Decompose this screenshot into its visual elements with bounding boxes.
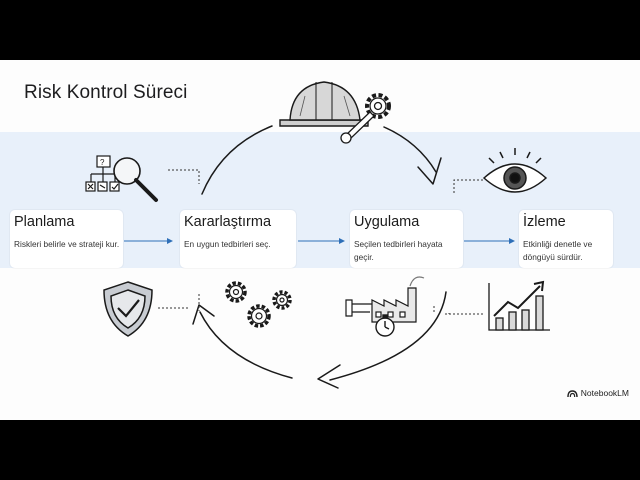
wrench-icon: [340, 111, 375, 144]
slide: Risk Kontrol Süreci: [0, 60, 640, 420]
step-description: Riskleri belirle ve strateji kur.: [14, 239, 120, 249]
bar-chart-icon: [488, 280, 550, 331]
factory-icon: [345, 276, 425, 323]
eye-icon: [482, 148, 548, 193]
step-title: Planlama: [14, 214, 75, 230]
step-card-decision: Kararlaştırma En uygun tedbirleri seç.: [180, 210, 296, 268]
shield-check-icon: [103, 281, 153, 337]
step-title: Uygulama: [354, 214, 420, 230]
brand-watermark: NotebookLM: [567, 388, 629, 398]
step-description: Etkinliği denetle ve döngüyü sürdür.: [523, 239, 593, 262]
gear-icon: [365, 93, 391, 119]
step-title: Kararlaştırma: [184, 214, 272, 230]
step-card-implementation: Uygulama Seçilen tedbirleri hayata geçir…: [350, 210, 463, 268]
dotted-leaders: [158, 169, 483, 315]
brand-name: NotebookLM: [580, 388, 629, 398]
diagram-artwork: ?: [85, 81, 550, 389]
notebooklm-logo-icon: [567, 389, 578, 397]
step-title: İzleme: [523, 214, 566, 230]
hard-hat-icon: [279, 81, 369, 127]
magnifier-icon: [113, 157, 158, 202]
cycle-arrows: [192, 125, 447, 389]
page-title: Risk Kontrol Süreci: [24, 82, 188, 103]
step-card-planning: Planlama Riskleri belirle ve strateji ku…: [10, 210, 123, 268]
step-description: En uygun tedbirleri seç.: [184, 239, 271, 249]
step-description: Seçilen tedbirleri hayata geçir.: [354, 239, 443, 262]
gears-icon: [225, 281, 292, 328]
decision-tree-icon: ?: [85, 155, 120, 192]
svg-text:?: ?: [100, 158, 105, 167]
stopwatch-icon: [375, 314, 395, 337]
step-card-monitoring: İzleme Etkinliği denetle ve döngüyü sürd…: [519, 210, 613, 268]
